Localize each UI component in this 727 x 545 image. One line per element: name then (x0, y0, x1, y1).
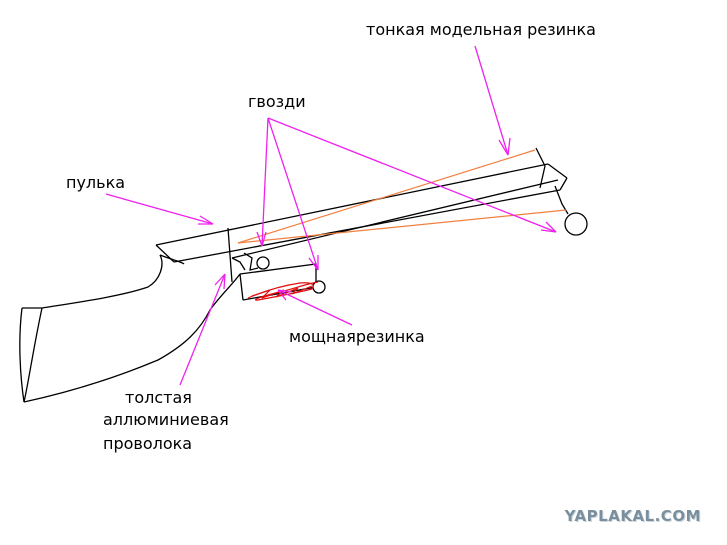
nails-label: гвозди (248, 92, 306, 111)
rifle-body (155, 147, 569, 263)
thin-band-lines (237, 149, 567, 244)
wire-label-line1: толстая (125, 388, 192, 407)
rifle-stock (19, 254, 241, 403)
pellet-label: пулька (66, 173, 126, 192)
thin-band-label: тонкая модельная резинка (366, 20, 596, 39)
nail-front-icon (564, 212, 588, 236)
nail-rear-icon (256, 256, 270, 270)
annotation-arrows (105, 45, 557, 386)
wire-label-line2: аллюминиевая (103, 410, 229, 429)
watermark-logo: YAPLAKAL.COM (564, 507, 701, 525)
nail-icons (256, 212, 588, 294)
strong-band-label: мощнаярезинка (289, 327, 425, 346)
wire-label-line3: проволока (103, 434, 193, 453)
